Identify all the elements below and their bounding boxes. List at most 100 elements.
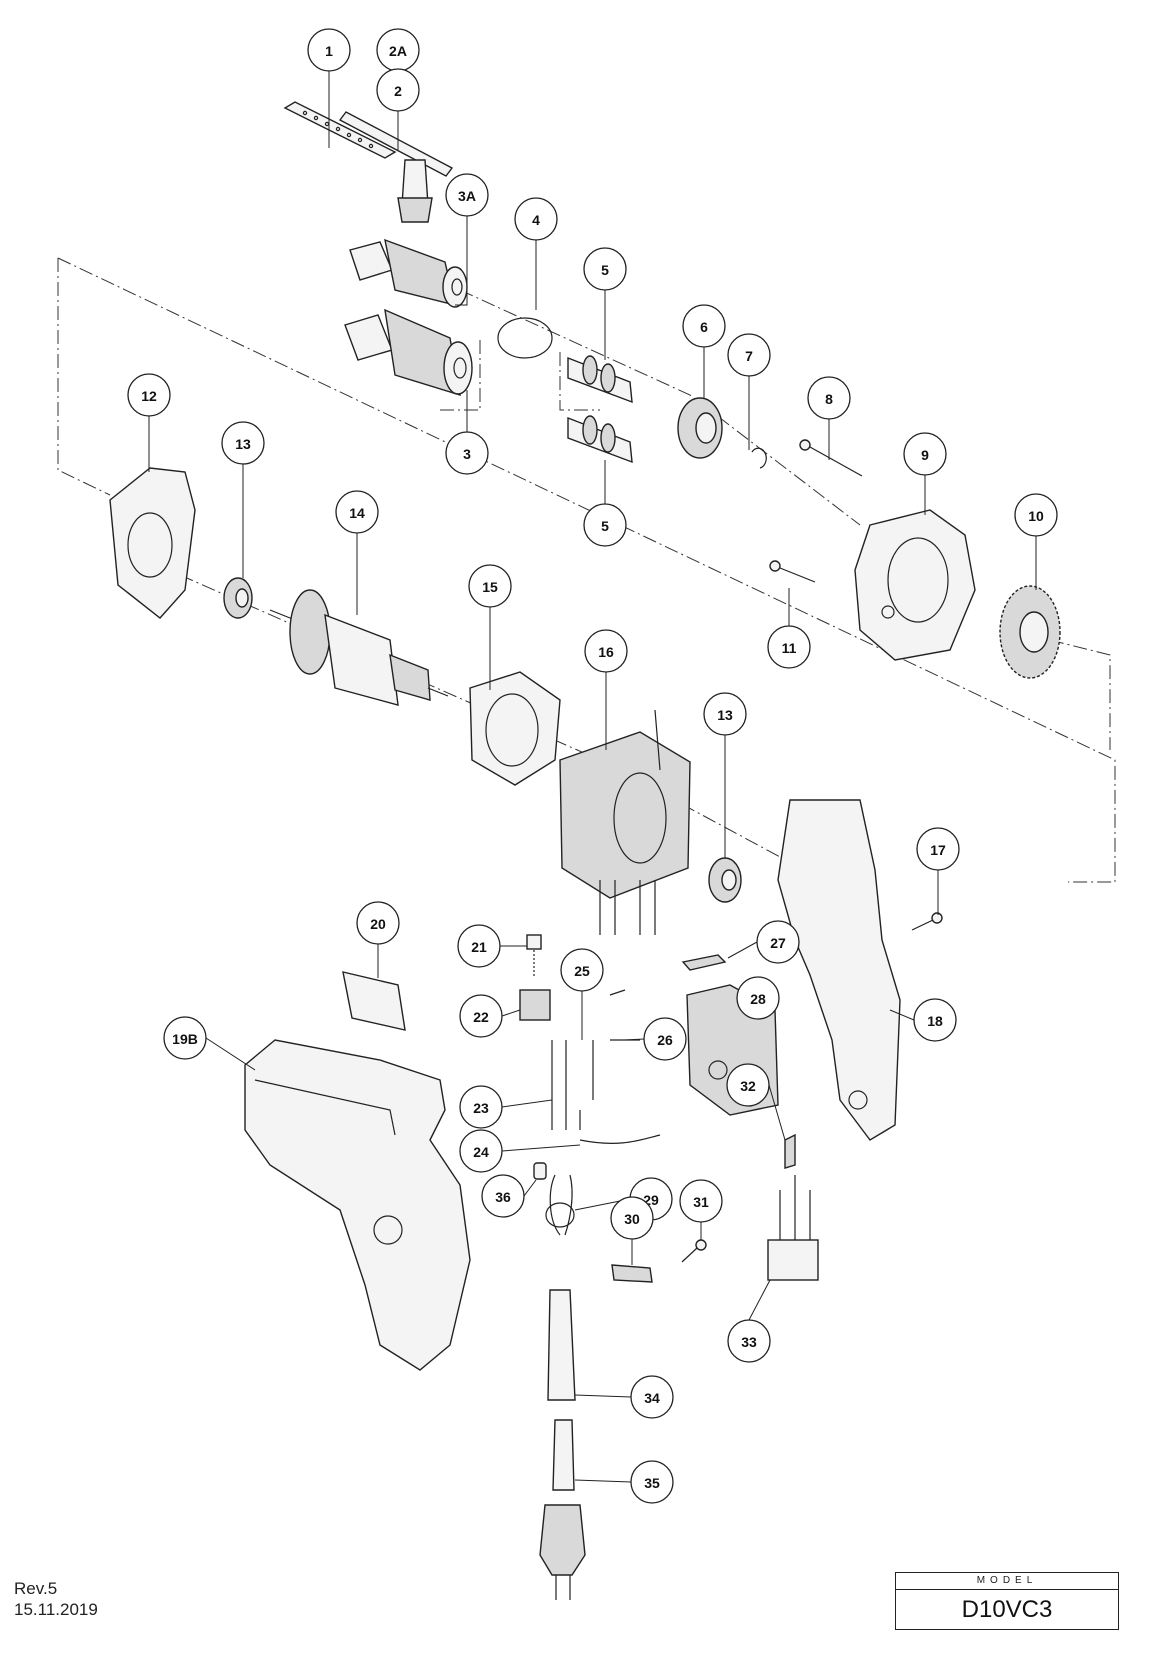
part-14-armature: [269, 589, 449, 706]
part-17-screw: [911, 912, 943, 931]
part-5-spindle-upper: [567, 355, 633, 404]
callout-5b: 5: [583, 503, 627, 547]
callout-label: 3: [463, 446, 471, 462]
callout-31: 31: [679, 1179, 723, 1223]
callout-circle: [445, 173, 489, 217]
callout-label: 35: [644, 1475, 660, 1491]
callout-28: 28: [736, 976, 780, 1020]
callout-4: 4: [514, 197, 558, 241]
part-6-ball-bearing: [677, 397, 723, 459]
callout-label: 4: [532, 212, 540, 228]
callout-circle: [459, 1129, 503, 1173]
callout-circle: [726, 1063, 770, 1107]
callout-label: 24: [473, 1144, 489, 1160]
callout-6: 6: [682, 304, 726, 348]
callout-26: 26: [643, 1017, 687, 1061]
part-23-25-26-wiring: [551, 989, 661, 1144]
callout-circle: [703, 692, 747, 736]
callout-24: 24: [459, 1129, 503, 1173]
callout-circle: [514, 197, 558, 241]
part-1-key-strip: [283, 101, 397, 159]
callout-13a: 13: [221, 421, 265, 465]
part-4-retaining-ring: [497, 317, 553, 359]
part-34-cord-armor: [547, 1289, 576, 1401]
callout-11: 11: [767, 625, 811, 669]
part-3a-keyless-chuck: [349, 238, 468, 308]
callout-circle: [127, 373, 171, 417]
callout-34: 34: [630, 1375, 674, 1419]
part-30-cord-clip: [611, 1264, 653, 1283]
callout-12: 12: [127, 373, 171, 417]
callout-label: 25: [574, 963, 590, 979]
part-13-bearing-front: [708, 857, 742, 903]
callout-circle: [445, 431, 489, 475]
part-3-key-chuck: [344, 308, 473, 397]
callout-9: 9: [903, 432, 947, 476]
part-16-stator: [559, 709, 691, 935]
callout-circle: [767, 625, 811, 669]
callout-label: 15: [482, 579, 498, 595]
callout-label: 14: [349, 505, 365, 521]
callout-label: 27: [770, 935, 786, 951]
callout-circle: [727, 1319, 771, 1363]
callout-circle: [903, 432, 947, 476]
callout-label: 10: [1028, 508, 1044, 524]
callout-circle: [736, 976, 780, 1020]
callout-label: 9: [921, 447, 929, 463]
callout-5a: 5: [583, 247, 627, 291]
callout-circle: [643, 1017, 687, 1061]
callout-circle: [610, 1196, 654, 1240]
callout-19b: 19B: [163, 1016, 207, 1060]
callout-circle: [807, 376, 851, 420]
callout-circle: [481, 1174, 525, 1218]
leader-lines: [148, 71, 1037, 1483]
callout-label: 19B: [172, 1031, 198, 1047]
part-32-insulator: [784, 1133, 796, 1169]
callout-circle: [727, 333, 771, 377]
part-10-gear: [999, 585, 1061, 679]
callout-13b: 13: [703, 692, 747, 736]
callout-32: 32: [726, 1063, 770, 1107]
callout-circle: [682, 304, 726, 348]
callout-label: 2: [394, 83, 402, 99]
callout-label: 16: [598, 644, 614, 660]
callout-10: 10: [1014, 493, 1058, 537]
callout-21: 21: [457, 924, 501, 968]
callout-1: 1: [307, 28, 351, 72]
callout-circle: [457, 924, 501, 968]
callout-label: 20: [370, 916, 386, 932]
revision-info: Rev.5 15.11.2019: [14, 1578, 98, 1620]
callout-label: 11: [782, 640, 797, 656]
callout-2: 2: [376, 68, 420, 112]
callout-label: 21: [471, 939, 487, 955]
callout-label: 31: [693, 1194, 709, 1210]
callout-label: 26: [657, 1032, 673, 1048]
callout-27: 27: [756, 920, 800, 964]
callout-25: 25: [560, 948, 604, 992]
callout-label: 7: [745, 348, 753, 364]
part-36-sleeve: [533, 1162, 547, 1180]
callout-circle: [307, 28, 351, 72]
part-2-chuck-key: [338, 111, 454, 223]
part-19b-housing: [244, 1039, 471, 1371]
callout-circle: [630, 1375, 674, 1419]
part-33-capacitor: [767, 1175, 819, 1281]
revision-number: Rev.5: [14, 1579, 58, 1598]
callout-circle: [630, 1460, 674, 1504]
part-20-label: [342, 971, 406, 1031]
callout-label: 32: [740, 1078, 756, 1094]
callout-label: 28: [750, 991, 766, 1007]
callout-15: 15: [468, 564, 512, 608]
callout-circle: [163, 1016, 207, 1060]
callout-label: 3A: [458, 188, 476, 204]
callout-label: 5: [601, 518, 609, 534]
callout-label: 5: [601, 262, 609, 278]
part-18-housing-half: [777, 799, 901, 1141]
callout-20: 20: [356, 901, 400, 945]
callout-17: 17: [916, 827, 960, 871]
callout-8: 8: [807, 376, 851, 420]
part-22-brush-holder: [519, 989, 551, 1021]
part-13-bearing-rear: [223, 577, 253, 619]
callout-23: 23: [459, 1085, 503, 1129]
callout-circle: [468, 564, 512, 608]
